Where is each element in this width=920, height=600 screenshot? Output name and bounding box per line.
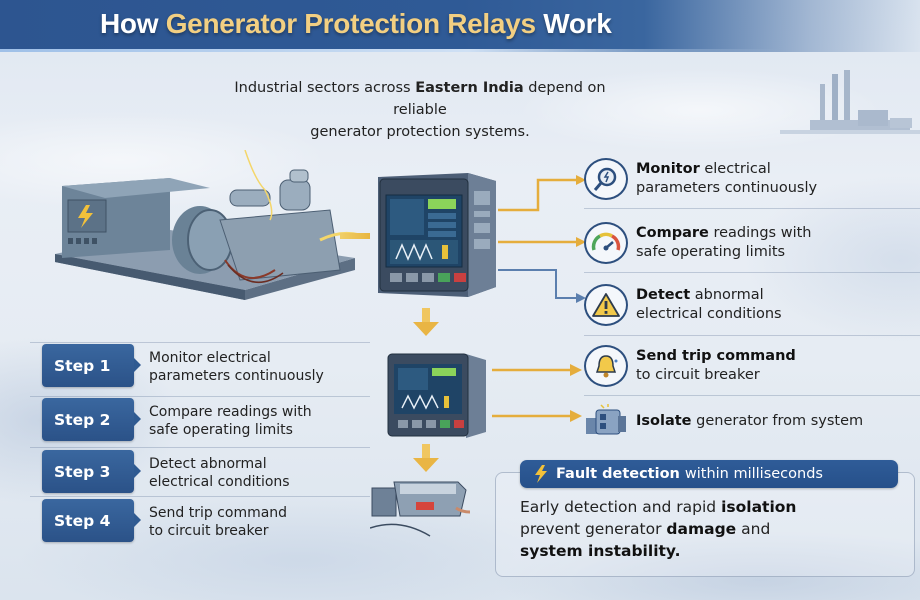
divider xyxy=(30,447,370,448)
connector-gen-relay xyxy=(340,233,370,239)
divider xyxy=(584,272,920,273)
gauge-icon xyxy=(584,222,628,264)
protection-relay-step xyxy=(387,353,486,438)
step-relay-arrows xyxy=(492,364,582,422)
divider xyxy=(584,208,920,209)
fault-description: Early detection and rapid isolation prev… xyxy=(520,498,797,560)
power-plant-illustration xyxy=(780,70,920,134)
intro-text: Industrial sectors across Eastern India … xyxy=(234,80,606,140)
step-badge-2: Step 2 xyxy=(42,398,141,441)
bell-icon xyxy=(584,345,628,387)
magnifier-signal-icon xyxy=(584,158,628,200)
breaker-device-icon xyxy=(584,404,628,438)
step-badge-3: Step 3 xyxy=(42,450,141,493)
fault-info-box xyxy=(495,472,915,577)
branch-arrows xyxy=(498,175,586,303)
header-divider xyxy=(0,49,780,52)
page-title: How Generator Protection Relays Work xyxy=(100,8,612,39)
warning-icon xyxy=(584,284,628,326)
step-badge-4: Step 4 xyxy=(42,499,141,542)
divider xyxy=(584,335,920,336)
divider xyxy=(30,496,370,497)
protection-relay-main xyxy=(378,173,496,297)
step-badge-1: Step 1 xyxy=(42,344,141,387)
divider xyxy=(584,395,920,396)
lightning-icon xyxy=(535,465,547,483)
divider xyxy=(30,396,370,397)
arrow-down-icon xyxy=(413,444,439,472)
arrow-down-icon xyxy=(413,308,439,336)
circuit-breaker-illustration xyxy=(370,481,470,537)
feature-isolate: Isolate generator from system xyxy=(584,404,863,438)
generator-illustration xyxy=(55,150,360,300)
divider xyxy=(30,342,370,343)
header-banner xyxy=(0,0,920,52)
